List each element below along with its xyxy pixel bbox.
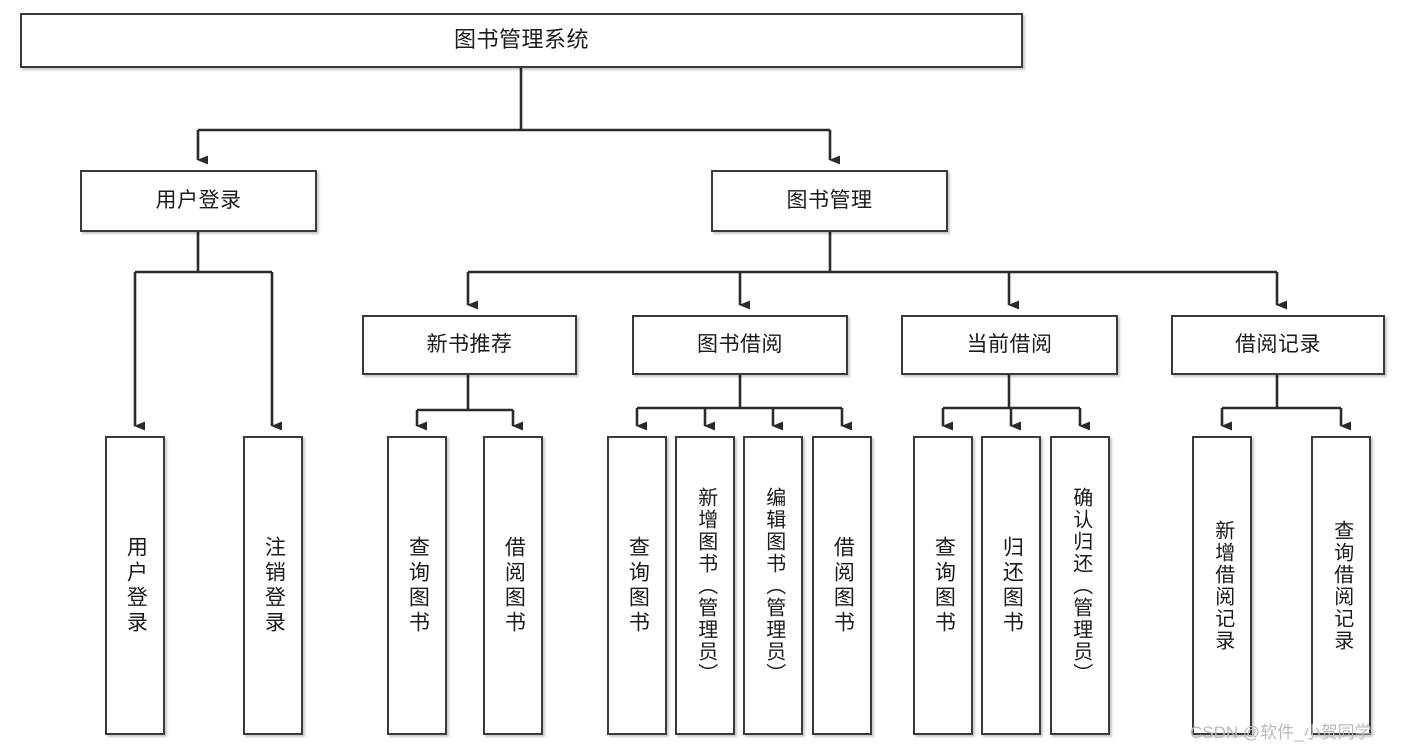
node-label: 新增借阅记录 — [1211, 519, 1234, 652]
node-label: 编辑图书（管理员） — [762, 486, 785, 685]
leaf-query-book-1[interactable]: 查询图书 — [387, 436, 447, 735]
leaf-return-book[interactable]: 归还图书 — [981, 436, 1041, 735]
node-label: 注销登录 — [262, 535, 286, 636]
node-current-borrow[interactable]: 当前借阅 — [901, 315, 1118, 375]
leaf-logout[interactable]: 注销登录 — [243, 436, 303, 735]
node-label: 归还图书 — [1000, 535, 1024, 636]
node-label: 当前借阅 — [966, 333, 1053, 357]
node-label: 用户登录 — [155, 189, 242, 213]
leaf-edit-book[interactable]: 编辑图书（管理员） — [743, 436, 803, 735]
node-label: 借阅图书 — [831, 535, 855, 636]
node-label: 查询图书 — [406, 535, 430, 636]
leaf-query-book-2[interactable]: 查询图书 — [607, 436, 667, 735]
node-label: 查询借阅记录 — [1330, 519, 1353, 652]
node-book-borrow[interactable]: 图书借阅 — [632, 315, 848, 375]
leaf-query-book-3[interactable]: 查询图书 — [913, 436, 973, 735]
leaf-confirm-return[interactable]: 确认归还（管理员） — [1050, 436, 1110, 735]
node-label: 查询图书 — [626, 535, 650, 636]
node-user-login[interactable]: 用户登录 — [80, 170, 317, 232]
node-label: 借阅记录 — [1235, 333, 1321, 357]
node-label: 借阅图书 — [502, 535, 526, 636]
node-root-system[interactable]: 图书管理系统 — [20, 13, 1023, 68]
node-new-book-rec[interactable]: 新书推荐 — [362, 315, 577, 375]
leaf-query-record[interactable]: 查询借阅记录 — [1311, 436, 1371, 735]
node-label: 新书推荐 — [426, 333, 513, 357]
node-label: 查询图书 — [932, 535, 956, 636]
node-label: 用户登录 — [124, 535, 148, 636]
leaf-add-book[interactable]: 新增图书（管理员） — [675, 436, 735, 735]
leaf-user-login[interactable]: 用户登录 — [105, 436, 165, 735]
node-label: 确认归还（管理员） — [1069, 486, 1092, 685]
leaf-borrow-book-1[interactable]: 借阅图书 — [483, 436, 543, 735]
node-book-manage[interactable]: 图书管理 — [711, 170, 948, 232]
leaf-add-record[interactable]: 新增借阅记录 — [1192, 436, 1252, 735]
node-label: 图书借阅 — [697, 333, 783, 357]
node-borrow-record[interactable]: 借阅记录 — [1171, 315, 1385, 375]
node-label: 图书管理 — [786, 189, 873, 213]
leaf-borrow-book-2[interactable]: 借阅图书 — [812, 436, 872, 735]
node-label: 新增图书（管理员） — [694, 486, 717, 685]
node-label: 图书管理系统 — [453, 27, 589, 53]
watermark-csdn: CSDN @软件_小贺同学 — [1190, 723, 1372, 742]
